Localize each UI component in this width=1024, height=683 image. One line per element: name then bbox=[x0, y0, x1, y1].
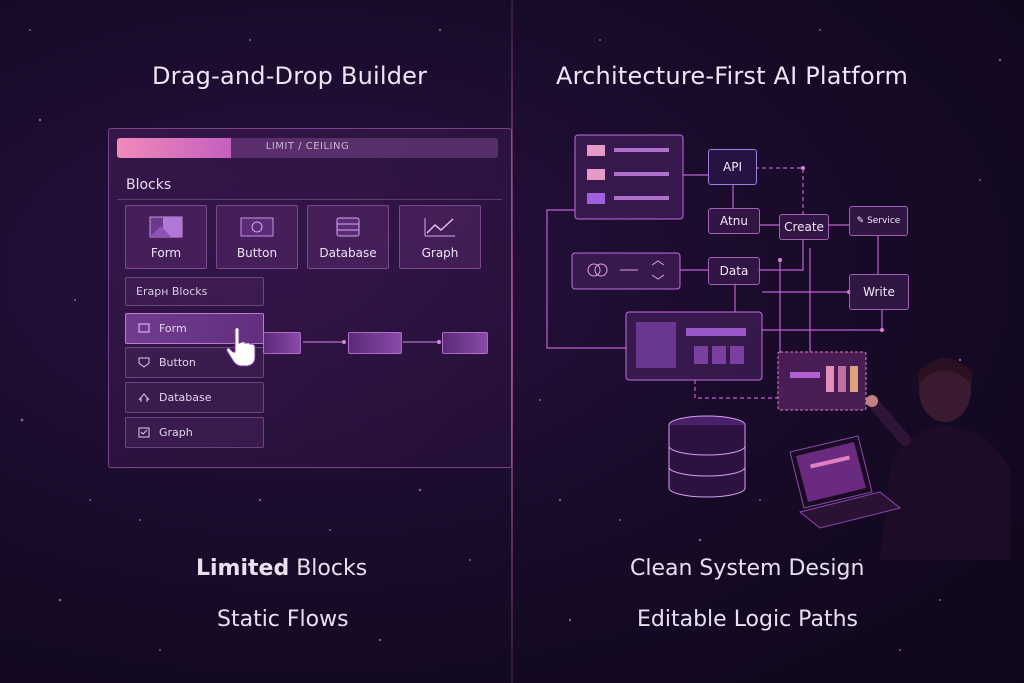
list-item-label: Database bbox=[159, 391, 212, 404]
tile-label: Database bbox=[319, 246, 377, 260]
list-item-label: Button bbox=[159, 356, 196, 369]
right-caption-2: Editable Logic Paths bbox=[637, 607, 858, 632]
caption-rest: Blocks bbox=[289, 556, 368, 581]
list-item-label: Graph bbox=[159, 426, 193, 439]
flow-arrows bbox=[303, 340, 441, 344]
form-icon bbox=[138, 323, 150, 333]
limit-bar: LIMIT / CEILING bbox=[117, 138, 498, 158]
hand-cursor-icon bbox=[226, 327, 256, 367]
list-item-database[interactable]: Database bbox=[125, 382, 264, 413]
node-api[interactable]: API bbox=[708, 149, 757, 185]
limit-bar-fill bbox=[117, 138, 232, 158]
blocks-divider bbox=[117, 199, 502, 200]
tile-label: Button bbox=[236, 246, 278, 260]
tile-button[interactable]: Button bbox=[216, 205, 298, 269]
section-divider bbox=[511, 0, 513, 683]
form-icon bbox=[149, 216, 183, 242]
erase-blocks-label: Erapн Blocks bbox=[136, 285, 208, 298]
flow-block[interactable] bbox=[442, 332, 488, 354]
graph-icon bbox=[423, 216, 457, 242]
node-atnu[interactable]: Atnu bbox=[708, 208, 760, 234]
list-item-graph[interactable]: Graph bbox=[125, 417, 264, 448]
node-data[interactable]: Data bbox=[708, 257, 760, 285]
tile-label: Graph bbox=[421, 246, 459, 260]
node-service[interactable]: ✎ Service bbox=[849, 206, 908, 236]
node-service-label: Service bbox=[867, 216, 901, 226]
pen-icon: ✎ bbox=[856, 216, 868, 226]
left-caption-2: Static Flows bbox=[217, 607, 349, 632]
database-icon bbox=[668, 415, 746, 498]
tile-database[interactable]: Database bbox=[307, 205, 389, 269]
right-caption-1: Clean System Design bbox=[630, 556, 865, 581]
list-item-form[interactable]: Form bbox=[125, 313, 264, 344]
button-icon bbox=[138, 357, 150, 368]
node-create[interactable]: Create bbox=[779, 214, 829, 240]
database-icon bbox=[335, 216, 361, 242]
tile-form[interactable]: Form bbox=[125, 205, 207, 269]
flow-block[interactable] bbox=[348, 332, 402, 354]
button-icon bbox=[240, 216, 274, 242]
left-heading: Drag-and-Drop Builder bbox=[152, 62, 428, 90]
blocks-title: Blocks bbox=[126, 177, 172, 193]
node-write[interactable]: Write bbox=[849, 274, 909, 310]
left-caption-1: Limited Blocks bbox=[196, 556, 367, 581]
database-icon bbox=[138, 393, 150, 402]
flow-block[interactable] bbox=[263, 332, 301, 354]
tile-graph[interactable]: Graph bbox=[399, 205, 481, 269]
person-illustration bbox=[789, 358, 1010, 560]
builder-panel: LIMIT / CEILING Blocks Form Button Datab… bbox=[108, 128, 512, 468]
graph-icon bbox=[138, 427, 150, 438]
caption-emphasis: Limited bbox=[196, 556, 290, 581]
erase-blocks-button[interactable]: Erapн Blocks bbox=[125, 277, 264, 306]
tile-label: Form bbox=[150, 246, 182, 260]
limit-label: LIMIT / CEILING bbox=[265, 141, 350, 152]
right-heading: Architecture-First AI Platform bbox=[556, 62, 909, 90]
list-item-label: Form bbox=[159, 322, 187, 335]
